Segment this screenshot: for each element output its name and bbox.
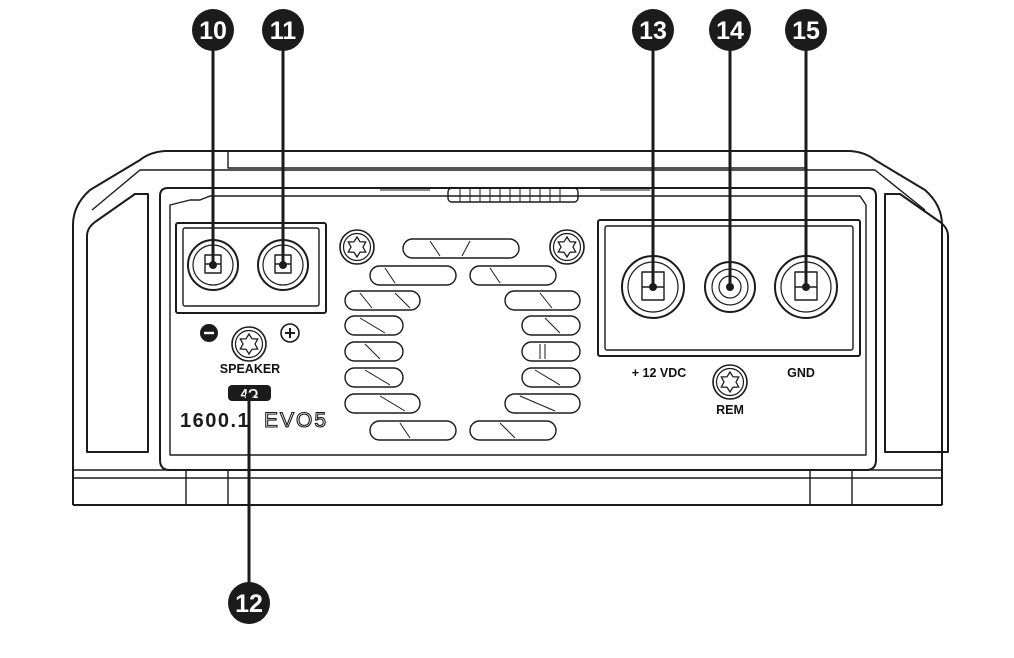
- polarity-minus-icon: [200, 324, 218, 342]
- polarity-plus-icon: [280, 323, 300, 343]
- torx-screw-icon: [712, 364, 748, 400]
- callout-15: 15: [785, 9, 827, 51]
- callout-10: 10: [192, 9, 234, 51]
- callout-11: 11: [262, 9, 304, 51]
- torx-screw-icon: [231, 326, 267, 362]
- callout-anchor-dots: [209, 261, 810, 400]
- callout-leaders: [211, 48, 808, 585]
- svg-text:10: 10: [199, 17, 227, 45]
- power-label: + 12 VDC: [632, 366, 687, 380]
- svg-text:13: 13: [639, 17, 667, 45]
- remote-label: REM: [716, 403, 744, 417]
- model-series: EVO5: [264, 409, 328, 432]
- callout-12: 12: [228, 582, 270, 624]
- svg-text:11: 11: [270, 17, 297, 45]
- ground-label: GND: [787, 366, 815, 380]
- torx-screw-icon: [549, 229, 585, 265]
- callout-13: 13: [632, 9, 674, 51]
- callout-14: 14: [709, 9, 751, 51]
- speaker-terminal-block: [175, 222, 327, 314]
- model-number: 1600.1: [180, 410, 250, 432]
- svg-text:14: 14: [716, 17, 744, 45]
- speaker-label: SPEAKER: [220, 362, 280, 376]
- svg-text:15: 15: [792, 17, 820, 45]
- cooling-vents: [344, 238, 581, 441]
- svg-text:12: 12: [235, 590, 263, 618]
- torx-screw-icon: [339, 229, 375, 265]
- amplifier-chassis: [72, 150, 949, 506]
